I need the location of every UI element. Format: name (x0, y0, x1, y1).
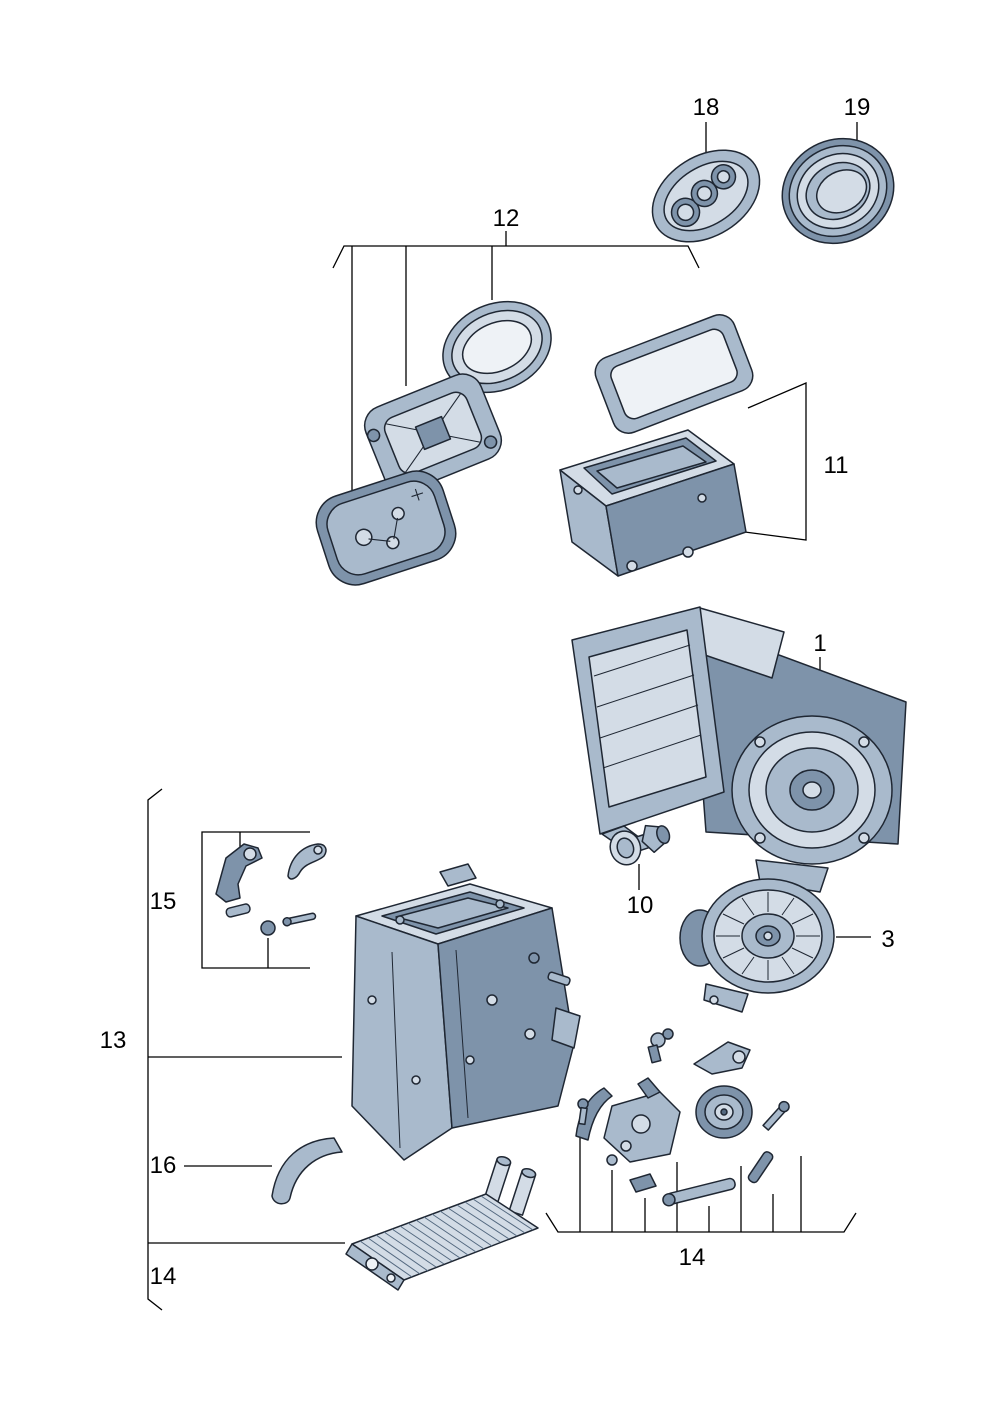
bracket-11 (736, 382, 807, 541)
part-14-linkage-group (575, 1028, 790, 1207)
bracket-14 (545, 1212, 857, 1233)
part-15-lever-group (215, 843, 327, 936)
part-11-evaporator-cover (559, 429, 747, 577)
part-11-cover-seal (594, 314, 754, 434)
bracket-12 (332, 245, 700, 269)
callout-10[interactable]: 10 (626, 892, 654, 919)
part-18-grommet-seal (651, 149, 761, 243)
leader-lines (147, 122, 871, 1311)
part-19-round-seal (781, 137, 895, 245)
callout-14-left[interactable]: 14 (149, 1263, 177, 1290)
callout-15[interactable]: 15 (149, 888, 177, 915)
part-16-strap (271, 1137, 343, 1205)
callout-13[interactable]: 13 (99, 1027, 127, 1054)
callout-19[interactable]: 19 (843, 94, 871, 121)
part-12-foam-gasket (315, 470, 457, 586)
part-1-housing-assembly (571, 606, 907, 893)
part-10-sensor (609, 824, 671, 866)
callout-11[interactable]: 11 (823, 452, 849, 479)
callout-12[interactable]: 12 (492, 205, 520, 232)
bracket-15 (201, 831, 310, 969)
callout-18[interactable]: 18 (692, 94, 720, 121)
part-3-blower-motor (679, 878, 835, 1013)
part-14-heater-core (345, 1155, 539, 1291)
part-12-retainer-plate (363, 373, 503, 493)
callout-1[interactable]: 1 (813, 630, 827, 657)
bracket-13 (147, 788, 163, 1311)
part-13-heater-housing (351, 863, 581, 1161)
callout-14-bottom[interactable]: 14 (678, 1244, 706, 1271)
callout-16[interactable]: 16 (149, 1152, 177, 1179)
callout-3[interactable]: 3 (881, 926, 895, 953)
part-12-duct-seal (442, 300, 552, 394)
